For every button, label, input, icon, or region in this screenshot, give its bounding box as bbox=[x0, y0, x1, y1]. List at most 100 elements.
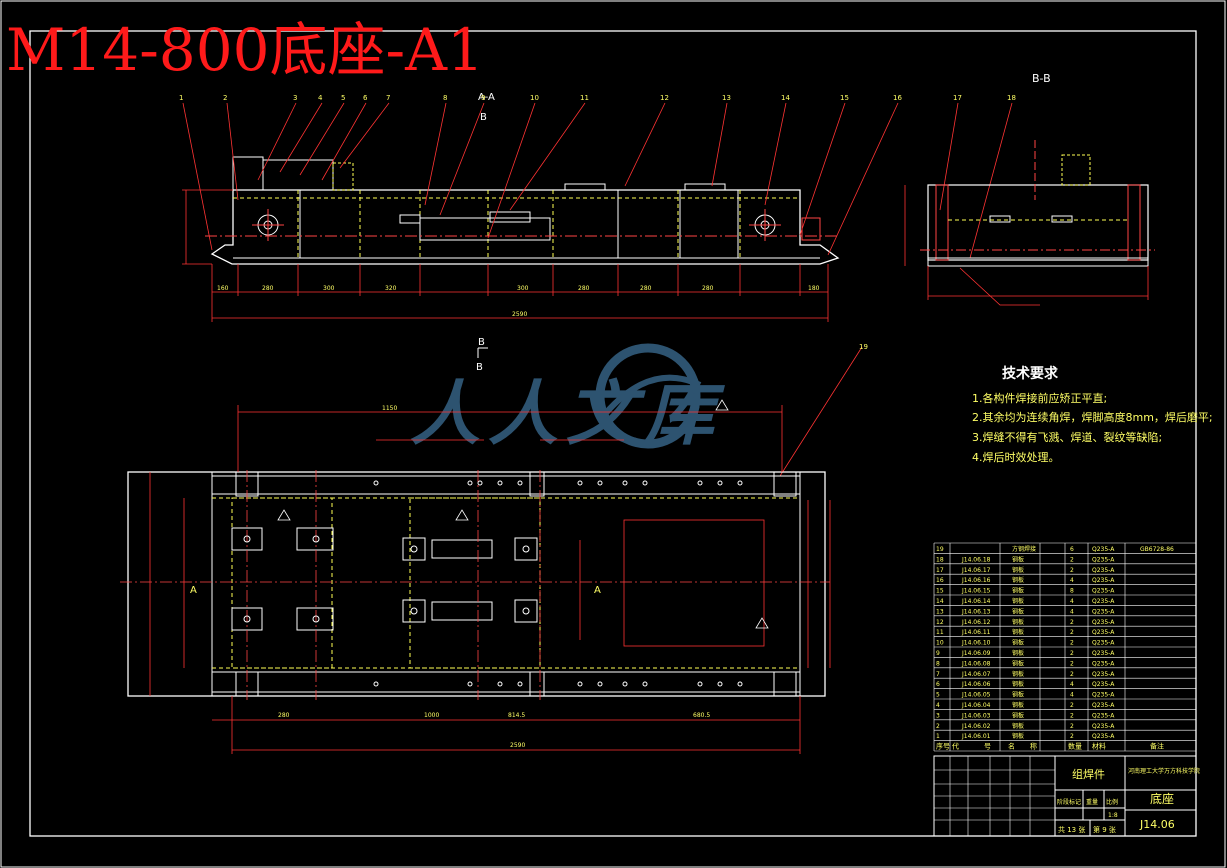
bom-cell-name: 钢板 bbox=[1012, 732, 1024, 740]
section-aa-label: A-A bbox=[478, 92, 495, 103]
callout-5: 5 bbox=[341, 94, 345, 102]
bom-cell-qty: 2 bbox=[1070, 702, 1074, 709]
tech-item-3: 3.焊缝不得有飞溅、焊道、裂纹等缺陷; bbox=[972, 430, 1162, 444]
bom-header: 号 bbox=[984, 743, 991, 751]
bom-cell-name: 钢板 bbox=[1012, 722, 1024, 730]
bom-cell-code: J14.06.07 bbox=[961, 671, 991, 678]
bom-cell-code: J14.06.11 bbox=[961, 629, 991, 636]
front-view: A-A B B bbox=[179, 92, 1016, 477]
tb-scale-label: 比例 bbox=[1106, 798, 1118, 806]
title-block: 组焊件 河南理工大学万方科技学院 底座 J14.06 阶段标记 重量 比例 1:… bbox=[933, 755, 1200, 837]
bom-cell-qty: 2 bbox=[1070, 567, 1074, 574]
plan-b-mark: B bbox=[478, 337, 485, 348]
watermark: 人人文库 bbox=[410, 343, 725, 455]
bom-cell-mat: Q235-A bbox=[1092, 546, 1115, 553]
bom-cell-code: J14.06.01 bbox=[961, 733, 991, 740]
callout-7: 7 bbox=[386, 94, 390, 102]
bom-cell-qty: 2 bbox=[1070, 733, 1074, 740]
bom-cell-name: 钢板 bbox=[1012, 711, 1024, 719]
callout-2: 2 bbox=[223, 94, 227, 102]
bom-cell-mat: Q235-A bbox=[1092, 660, 1115, 667]
callout-12: 12 bbox=[660, 94, 669, 102]
bom-header: 数量 bbox=[1068, 742, 1082, 751]
callout-17: 17 bbox=[953, 94, 962, 102]
bom-cell-no: 5 bbox=[936, 692, 940, 699]
tech-item-1: 1.各构件焊接前应矫正平直; bbox=[972, 391, 1107, 405]
bom-cell-no: 16 bbox=[936, 577, 944, 584]
watermark-text: 人人文库 bbox=[410, 373, 725, 455]
callout-4: 4 bbox=[318, 94, 323, 102]
plan-outer-plate bbox=[127, 471, 826, 697]
callout-6: 6 bbox=[363, 94, 368, 102]
callout-1: 1 bbox=[179, 94, 183, 102]
callout-19: 19 bbox=[859, 343, 868, 351]
bom-cell-qty: 2 bbox=[1070, 629, 1074, 636]
callout-3: 3 bbox=[293, 94, 297, 102]
bom-cell-code: J14.06.18 bbox=[961, 556, 991, 563]
callout-9: 9 bbox=[481, 94, 485, 102]
bom-cell-no: 12 bbox=[936, 619, 944, 626]
bom-cell-mat: Q235-A bbox=[1092, 567, 1115, 574]
plan-dim-top: 1150 bbox=[382, 405, 397, 412]
bom-cell-qty: 2 bbox=[1070, 650, 1074, 657]
plan-dim-b2: 1000 bbox=[424, 712, 439, 719]
callout-13: 13 bbox=[722, 94, 731, 102]
bom-cell-no: 15 bbox=[936, 588, 944, 595]
bom-cell-mat: Q235-A bbox=[1092, 671, 1115, 678]
bom-cell-qty: 2 bbox=[1070, 723, 1074, 730]
bom-cell-mat: Q235-A bbox=[1092, 588, 1115, 595]
drawing-title: M14-800底座-A1 bbox=[6, 16, 484, 84]
base-body-outline bbox=[210, 189, 840, 265]
bom-cell-name: 钢板 bbox=[1012, 659, 1024, 667]
bom-cell-name: 钢板 bbox=[1012, 670, 1024, 678]
bom-cell-mat: Q235-A bbox=[1092, 692, 1115, 699]
bom-cell-mat: Q235-A bbox=[1092, 577, 1115, 584]
bom-cell-name: 钢板 bbox=[1012, 618, 1024, 626]
bom-cell-qty: 2 bbox=[1070, 640, 1074, 647]
bom-cell-name: 钢板 bbox=[1012, 566, 1024, 574]
tb-school: 河南理工大学万方科技学院 bbox=[1128, 767, 1200, 775]
tech-heading: 技术要求 bbox=[1002, 365, 1059, 382]
bom-cell-no: 13 bbox=[936, 608, 944, 615]
front-dim-2: 280 bbox=[262, 285, 274, 292]
bom-cell-no: 8 bbox=[936, 660, 940, 667]
bom-cell-mat: Q235-A bbox=[1092, 556, 1115, 563]
tb-scale: 1:8 bbox=[1108, 812, 1118, 819]
bom-cell-name: 钢板 bbox=[1012, 628, 1024, 636]
front-dim-total: 2590 bbox=[512, 311, 527, 318]
bom-cell-no: 1 bbox=[936, 733, 940, 740]
bom-cell-code: J14.06.12 bbox=[961, 619, 991, 626]
bom-cell-name: 钢板 bbox=[1012, 607, 1024, 615]
bom-cell-no: 4 bbox=[936, 702, 940, 709]
bom-cell-name: 钢板 bbox=[1012, 649, 1024, 657]
callout-11: 11 bbox=[580, 94, 589, 102]
side-view-bb: B-B bbox=[904, 72, 1155, 306]
section-b-mark-top: B bbox=[480, 112, 487, 123]
bom-cell-qty: 2 bbox=[1070, 712, 1074, 719]
bom-cell-code: J14.06.14 bbox=[961, 598, 991, 605]
bom-cell-no: 14 bbox=[936, 598, 944, 605]
callout-14: 14 bbox=[781, 94, 790, 102]
callout-18: 18 bbox=[1007, 94, 1016, 102]
bom-cell-qty: 2 bbox=[1070, 671, 1074, 678]
inner-frame bbox=[29, 30, 1197, 837]
bom-cell-no: 18 bbox=[936, 556, 944, 563]
bom-cell-qty: 4 bbox=[1070, 608, 1074, 615]
bom-cell-name: 钢板 bbox=[1012, 587, 1024, 595]
bom-cell-mat: Q235-A bbox=[1092, 619, 1115, 626]
bom-cell-mat: Q235-A bbox=[1092, 712, 1115, 719]
callout-16: 16 bbox=[893, 94, 902, 102]
callout-10: 10 bbox=[530, 94, 539, 102]
front-dim-7: 280 bbox=[640, 285, 652, 292]
bom-cell-name: 钢板 bbox=[1012, 680, 1024, 688]
bom-cell-no: 7 bbox=[936, 671, 940, 678]
bom-cell-mat: Q235-A bbox=[1092, 598, 1115, 605]
bom-cell-name: 钢板 bbox=[1012, 555, 1024, 563]
bom-header: 备注 bbox=[1150, 742, 1164, 751]
bom-cell-code: J14.06.16 bbox=[961, 577, 991, 584]
section-bb-title: B-B bbox=[1032, 72, 1051, 85]
bom-cell-name: 钢板 bbox=[1012, 691, 1024, 699]
